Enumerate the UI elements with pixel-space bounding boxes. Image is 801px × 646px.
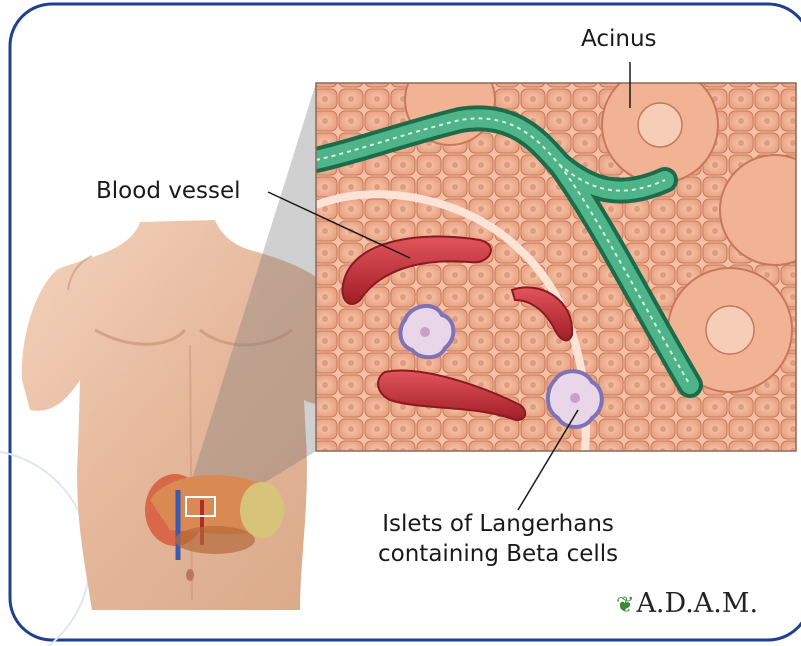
islets-label: Islets of Langerhans containing Beta cel… [378, 509, 618, 569]
logo-text: A.D.A.M. [636, 588, 758, 619]
leaf-icon: ❦ [616, 593, 634, 618]
adam-logo: ❦A.D.A.M. [616, 588, 758, 619]
islets-label-line2: containing Beta cells [378, 539, 618, 569]
islets-label-line1: Islets of Langerhans [378, 509, 618, 539]
acinus-label: Acinus [581, 26, 657, 54]
blood-vessel-label: Blood vessel [96, 178, 241, 206]
tissue-magnification [316, 55, 801, 451]
